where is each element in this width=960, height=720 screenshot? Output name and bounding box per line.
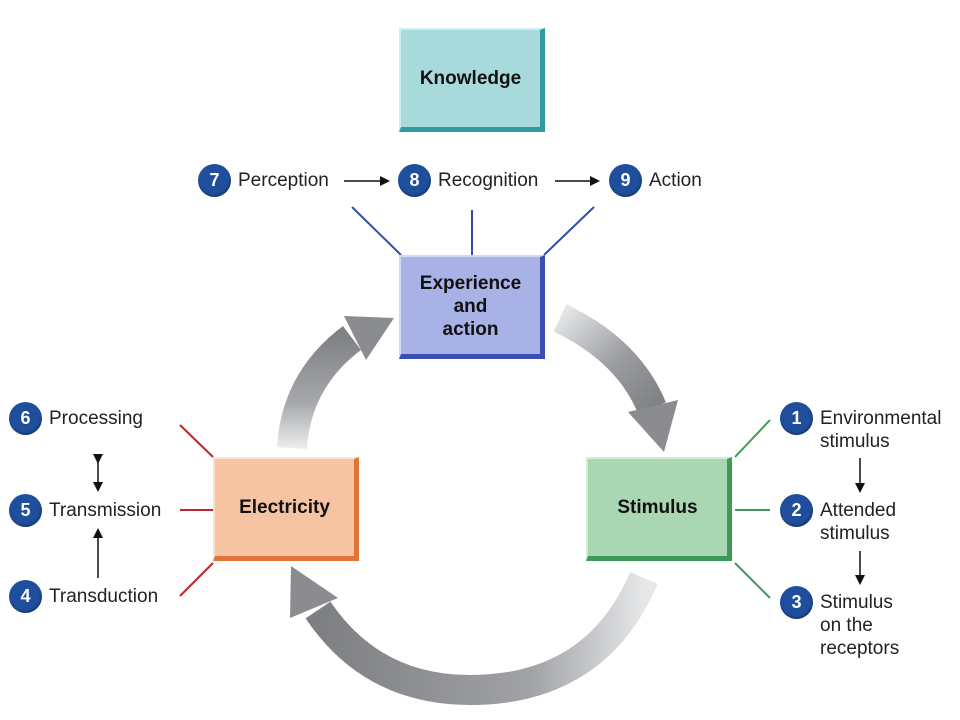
step-2-label-line-1: Attended: [820, 500, 897, 521]
step-5-badge: 5: [9, 494, 42, 527]
electricity-box: Electricity: [213, 457, 359, 561]
stimulus-connectors: [734, 419, 771, 599]
step-6-label: Processing: [49, 408, 143, 429]
electricity-connectors: [179, 424, 214, 597]
step-5: 5 Transmission: [9, 494, 161, 527]
step-1-badge: 1: [780, 402, 813, 435]
step-6: 6 Processing: [9, 402, 143, 435]
step-3-label: Stimulus on the receptors: [820, 591, 899, 660]
step-4-label: Transduction: [49, 586, 159, 607]
step-8-label: Recognition: [438, 170, 539, 191]
stimulus-box: Stimulus: [586, 457, 732, 561]
experience-connectors: [351, 206, 595, 256]
electricity-label: Electricity: [239, 497, 330, 518]
step-9-badge: 9: [609, 164, 642, 197]
experience-box: Experience and action: [399, 255, 545, 359]
knowledge-label: Knowledge: [419, 68, 522, 89]
cycle-arrow-electricity-to-experience: [277, 316, 394, 450]
step-3-label-line-3: receptors: [820, 638, 900, 659]
step-3-label-line-2: on the: [820, 615, 873, 636]
step-2-badge: 2: [780, 494, 813, 527]
experience-label-line-1: Experience: [419, 273, 522, 294]
step-7-badge: 7: [198, 164, 231, 197]
step-1-label: Environmental stimulus: [820, 407, 941, 453]
step-6-badge: 6: [9, 402, 42, 435]
step-3-badge: 3: [780, 586, 813, 619]
step-8-badge: 8: [398, 164, 431, 197]
step-9: 9 Action: [609, 164, 702, 197]
step-1: 1 Environmental stimulus: [780, 402, 941, 453]
cycle-arrow-stimulus-to-electricity: [290, 566, 658, 706]
step-8: 8 Recognition: [398, 164, 538, 197]
step-1-label-line-1: Environmental: [820, 408, 942, 429]
knowledge-box: Knowledge: [399, 28, 545, 132]
step-1-label-line-2: stimulus: [820, 431, 890, 452]
stimulus-label: Stimulus: [617, 497, 698, 518]
experience-label-line-2: and: [453, 296, 488, 317]
step-3-label-line-1: Stimulus: [820, 592, 893, 613]
step-2: 2 Attended stimulus: [780, 494, 896, 545]
step-2-label-line-2: stimulus: [820, 523, 890, 544]
cycle-arrow-experience-to-stimulus: [553, 304, 678, 452]
step-9-label: Action: [649, 170, 702, 191]
experience-label-line-3: action: [442, 319, 499, 340]
step-4-badge: 4: [9, 580, 42, 613]
step-7: 7 Perception: [198, 164, 329, 197]
step-7-label: Perception: [238, 170, 329, 191]
step-5-label: Transmission: [49, 500, 162, 521]
step-4: 4 Transduction: [9, 580, 158, 613]
step-2-label: Attended stimulus: [820, 499, 896, 545]
step-3: 3 Stimulus on the receptors: [780, 586, 899, 660]
